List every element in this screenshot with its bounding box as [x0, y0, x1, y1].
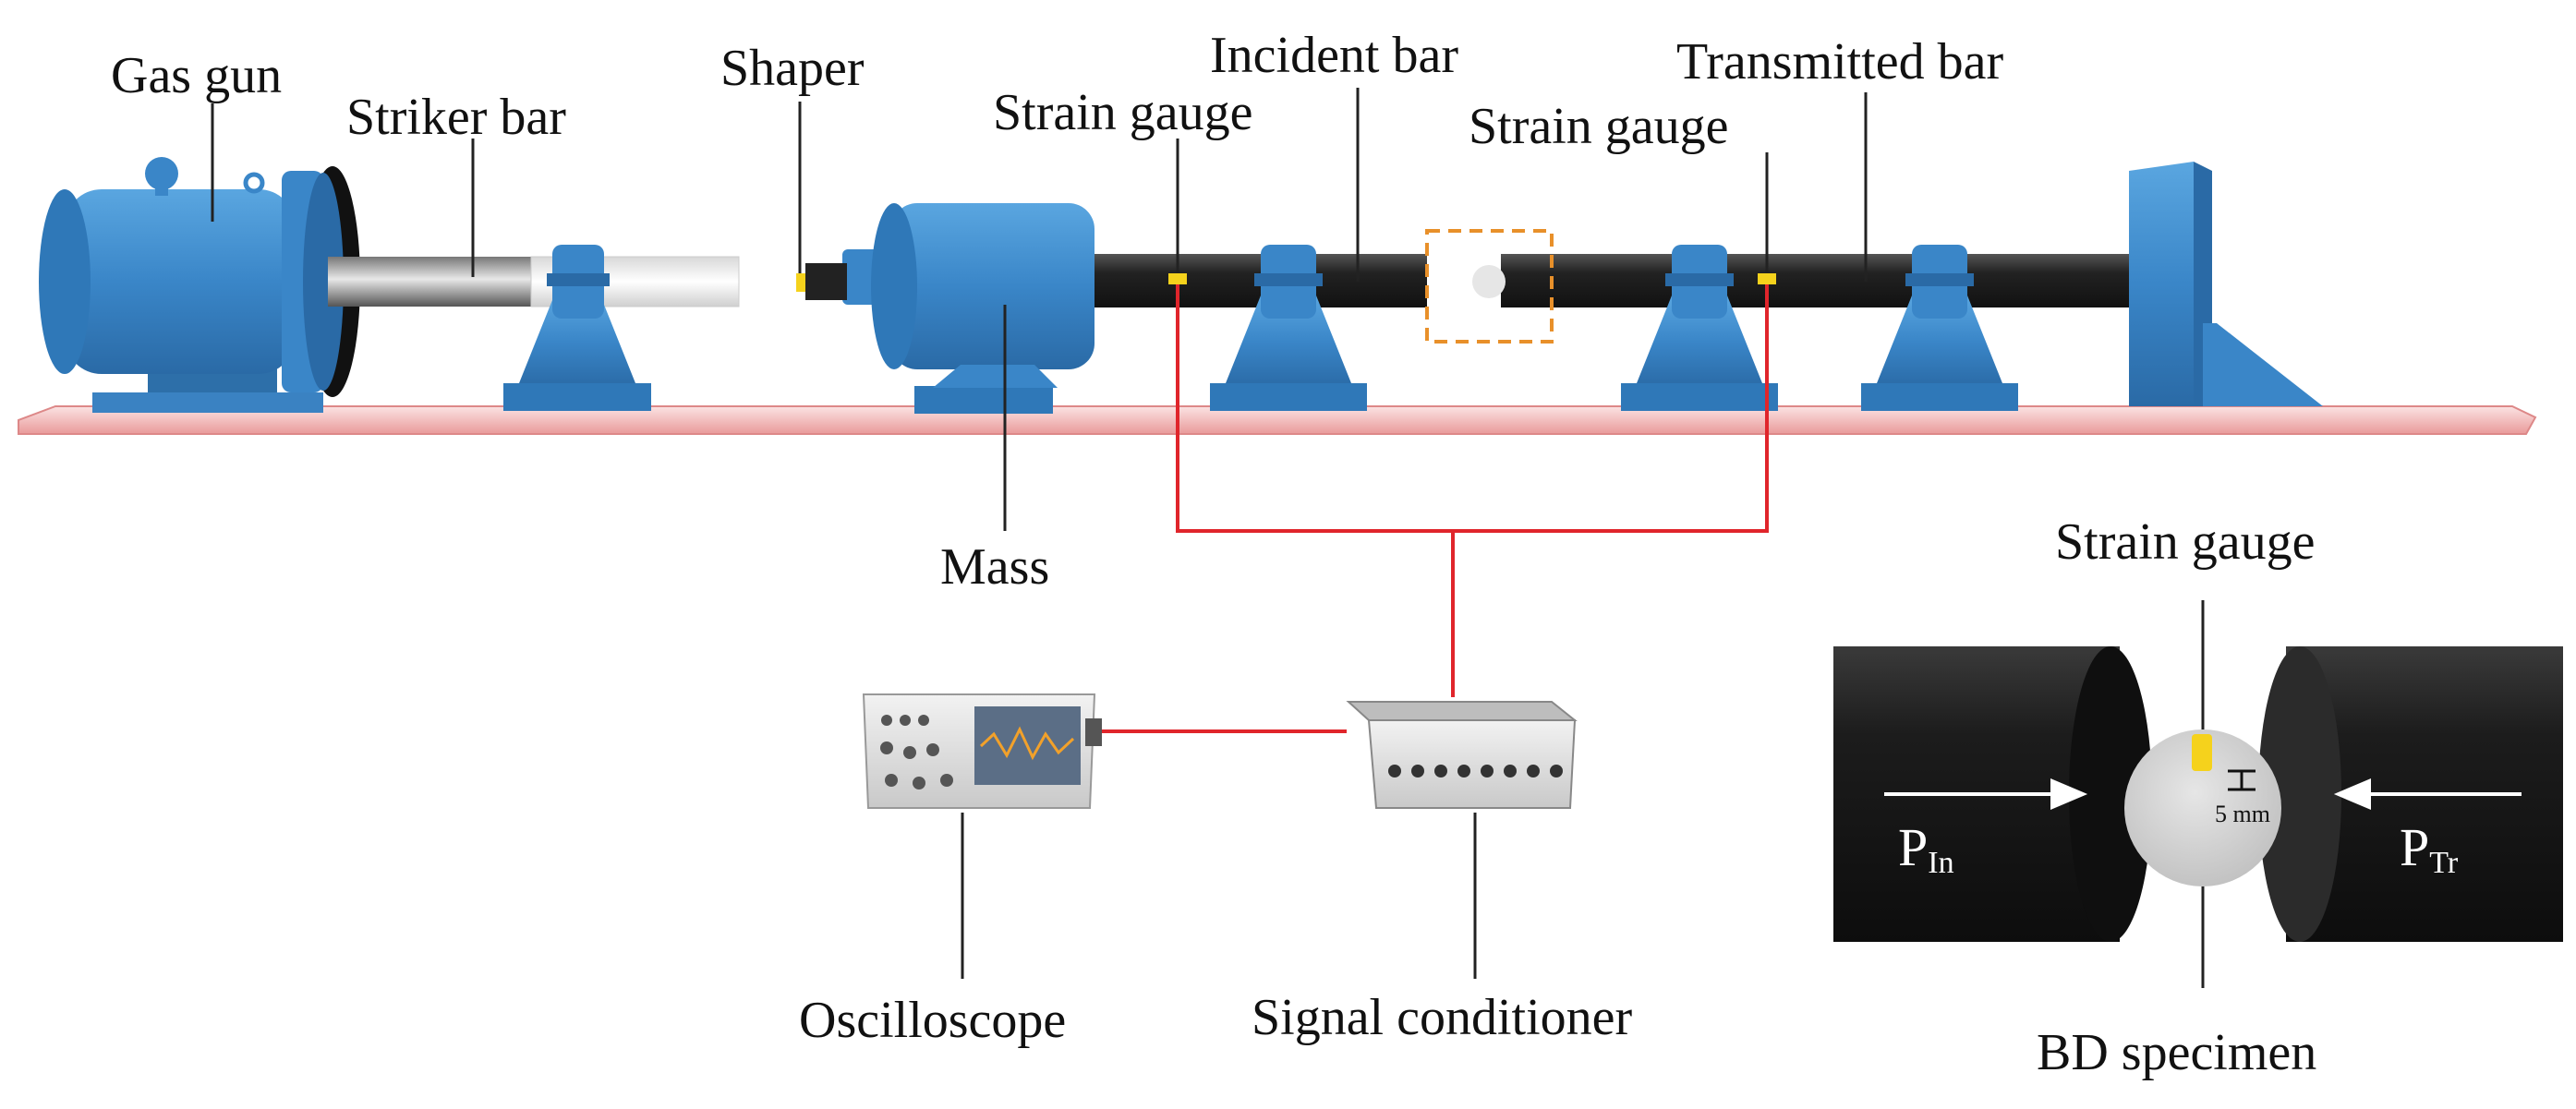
p-in-main: P: [1898, 817, 1928, 877]
label-shaper: Shaper: [720, 40, 865, 97]
label-oscilloscope: Oscilloscope: [799, 992, 1066, 1049]
label-transmitted-bar: Transmitted bar: [1676, 33, 2003, 90]
p-in-sub: In: [1928, 846, 1953, 880]
stopper-wall: [2129, 162, 2323, 406]
label-gas-gun: Gas gun: [111, 47, 282, 104]
shaper: [796, 273, 805, 292]
label-striker-bar: Striker bar: [346, 89, 566, 146]
leader-lines: [211, 88, 2205, 988]
strain-gauge-incident: [1168, 273, 1187, 284]
p-tr-main: P: [2400, 817, 2429, 877]
specimen-highlight: [1425, 229, 1554, 344]
transmitted-bar: [1501, 254, 2134, 307]
label-strain-gauge-1: Strain gauge: [993, 84, 1252, 141]
floor-plate: [18, 405, 2537, 435]
support-transmitted-2: [1861, 245, 2018, 411]
label-strain-gauge-2: Strain gauge: [1469, 98, 1728, 155]
short-bar: [805, 263, 847, 300]
label-p-tr: PTr: [2400, 817, 2459, 880]
mass-block: [871, 203, 1094, 414]
signal-wires: [1101, 284, 1769, 733]
specimen-small: [1472, 265, 1506, 298]
signal-conditioner-device: [1346, 701, 1578, 809]
support-transmitted-1: [1621, 245, 1778, 411]
label-scale: 5 mm: [2215, 801, 2270, 827]
striker-support: [503, 245, 651, 411]
support-incident: [1210, 245, 1367, 411]
strain-gauge-transmitted: [1758, 273, 1776, 284]
p-tr-sub: Tr: [2429, 846, 2459, 880]
label-p-in: PIn: [1898, 817, 1954, 880]
inset-specimen-view: [1833, 646, 2563, 942]
oscilloscope-device: [862, 693, 1102, 809]
label-signal-conditioner: Signal conditioner: [1252, 989, 1633, 1046]
label-incident-bar: Incident bar: [1210, 27, 1458, 84]
inset-strain-gauge-patch: [2192, 734, 2212, 771]
gas-gun: [39, 157, 360, 413]
bd-specimen-disc: [2124, 729, 2281, 886]
label-inset-strain-gauge: Strain gauge: [2055, 513, 2315, 571]
label-bd-specimen: BD specimen: [2037, 1024, 2316, 1081]
label-mass: Mass: [940, 538, 1049, 596]
